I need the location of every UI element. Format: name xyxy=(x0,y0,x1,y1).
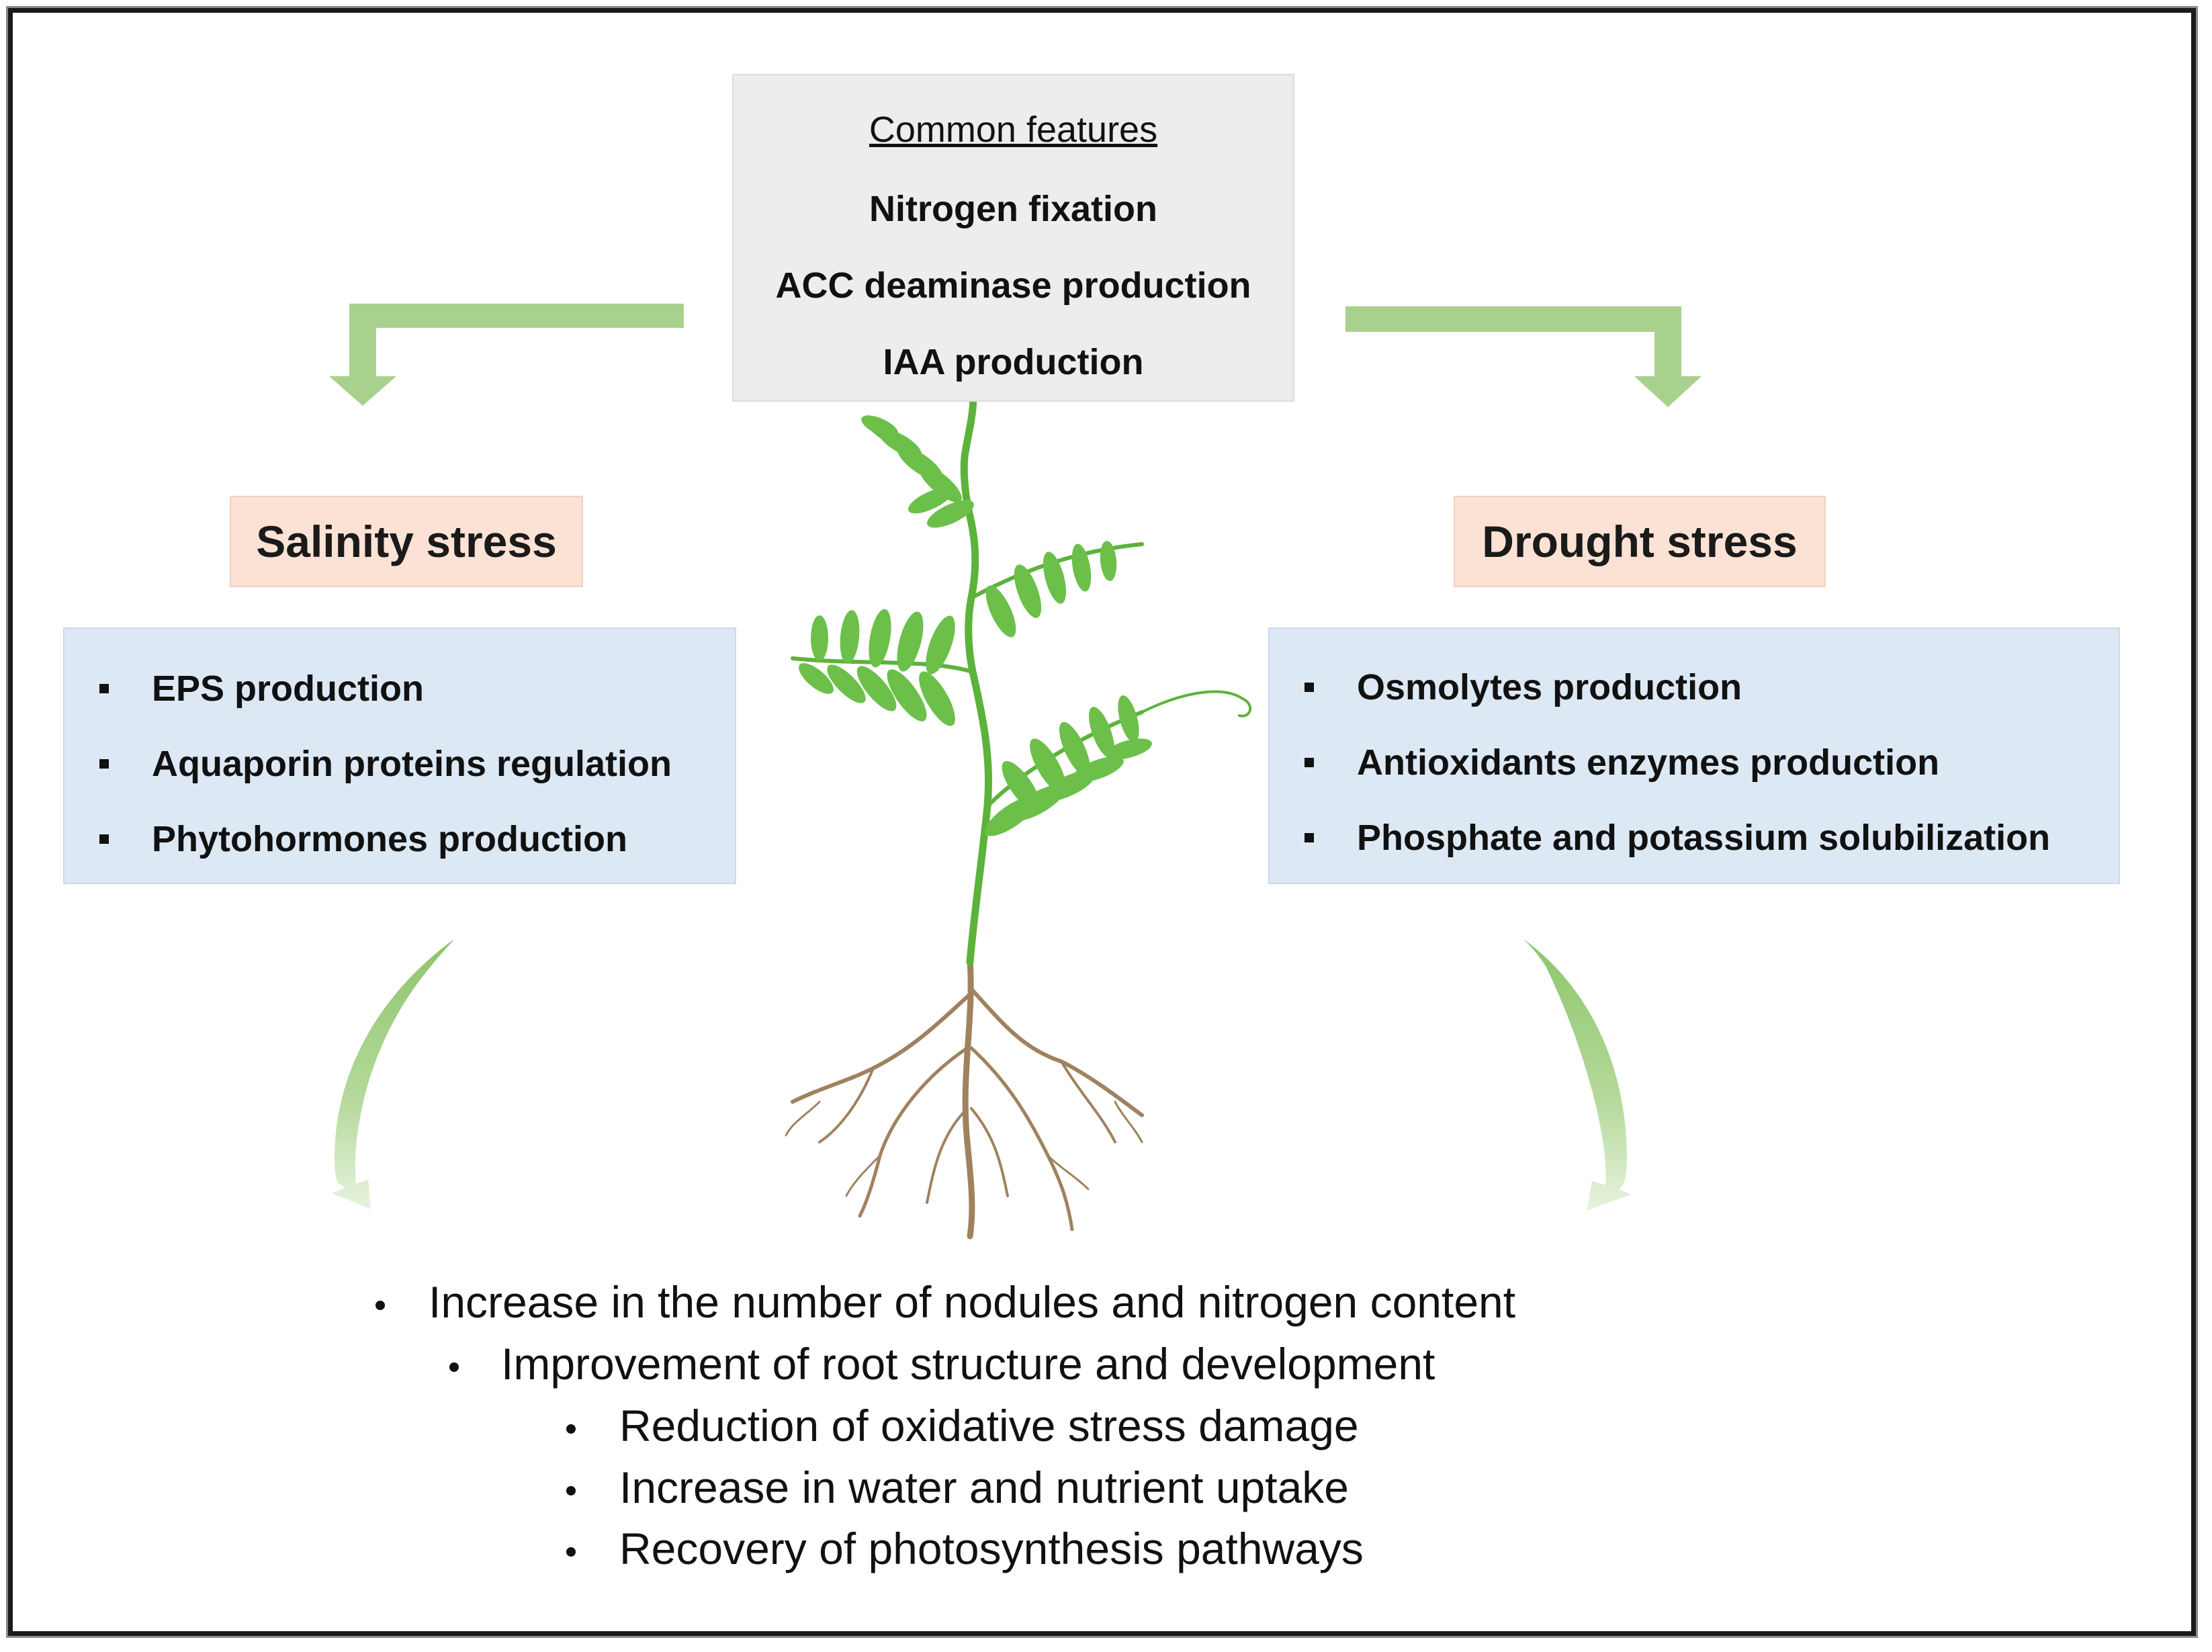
drought-item-label: Osmolytes production xyxy=(1357,667,1742,707)
drought-item-label: Phosphate and potassium solubilization xyxy=(1357,818,2051,858)
bullet-square xyxy=(1304,683,1314,692)
bullet-dot xyxy=(449,1362,459,1372)
figure-frame xyxy=(8,8,2196,1636)
curved-arrow-right xyxy=(1523,939,1631,1211)
salinity-item-label: Phytohormones production xyxy=(152,819,627,859)
bullet-square xyxy=(1304,833,1314,842)
bullet-square xyxy=(99,834,109,844)
salinity-mechanisms-panel: EPS production Aquaporin proteins regula… xyxy=(63,627,736,884)
common-feature-item: Nitrogen fixation xyxy=(869,189,1157,229)
drought-item-label: Antioxidants enzymes production xyxy=(1357,742,1940,783)
curved-arrow-left xyxy=(332,939,454,1209)
arrow-to-drought xyxy=(1345,306,1701,407)
bullet-dot xyxy=(566,1486,576,1495)
salinity-stress-label: Salinity stress xyxy=(230,496,583,587)
outcome-item: Improvement of root structure and develo… xyxy=(501,1339,1435,1389)
common-features-box: Common features Nitrogen fixation ACC de… xyxy=(732,74,1294,402)
drought-stress-label: Drought stress xyxy=(1454,496,1826,587)
salinity-item-label: EPS production xyxy=(152,668,424,709)
common-features-title: Common features xyxy=(869,110,1158,150)
drought-mechanisms-panel: Osmolytes production Antioxidants enzyme… xyxy=(1268,627,2120,884)
bullet-square xyxy=(99,684,109,693)
outcome-item: Increase in the number of nodules and ni… xyxy=(429,1277,1516,1327)
arrow-to-salinity xyxy=(329,304,684,406)
salinity-item-label: Aquaporin proteins regulation xyxy=(152,744,672,784)
outcome-item: Increase in water and nutrient uptake xyxy=(619,1463,1350,1512)
plant-roots xyxy=(785,957,1144,1240)
common-feature-item: IAA production xyxy=(883,342,1144,382)
bullet-dot xyxy=(375,1301,385,1310)
bullet-square xyxy=(99,759,109,769)
outcome-item: Reduction of oxidative stress damage xyxy=(619,1401,1359,1450)
bullet-dot xyxy=(566,1424,576,1434)
bullet-square xyxy=(1304,758,1314,767)
outcome-item: Recovery of photosynthesis pathways xyxy=(619,1524,1364,1573)
plant-leaves xyxy=(799,415,1152,836)
common-feature-item: ACC deaminase production xyxy=(775,265,1251,306)
bullet-dot xyxy=(566,1547,576,1557)
